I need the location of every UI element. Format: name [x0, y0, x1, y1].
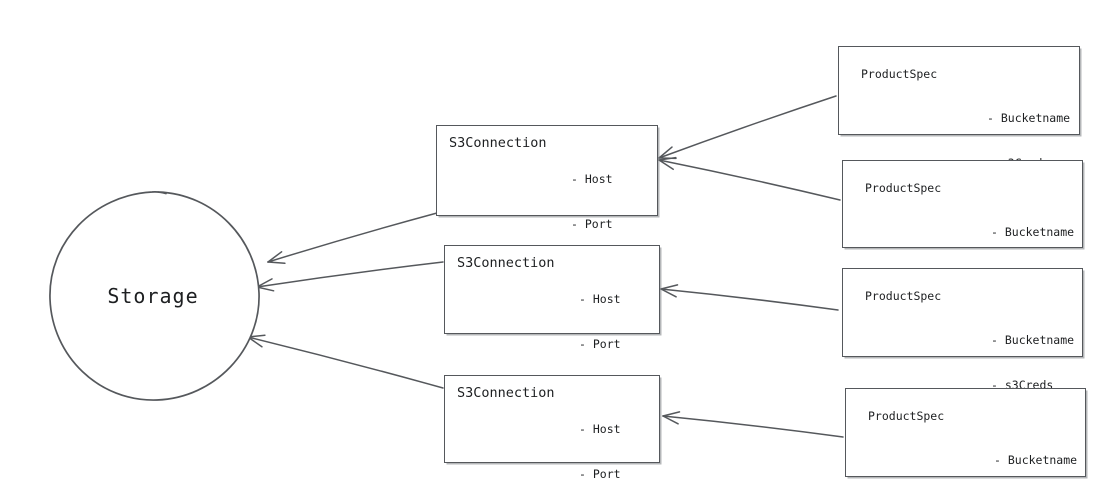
s3connection-attribute-port: - Port	[579, 467, 621, 481]
productspec-3-to-s3conn-2-arrow	[660, 284, 839, 311]
s3conn-2-to-storage-arrow	[256, 261, 444, 292]
arrowhead-stroke-2	[658, 146, 673, 159]
s3connection-attribute-port: - Port	[579, 337, 621, 351]
productspec-1-to-s3conn-1-arrow	[658, 95, 837, 160]
productspec-box-1[interactable]: ProductSpec - Bucketname - s3Creds	[838, 46, 1080, 170]
s3connection-attribute-port: - Port	[571, 217, 613, 231]
s3conn-1-to-storage-arrow	[267, 212, 438, 265]
s3connection-box-1[interactable]: S3Connection - Host - Port - TLS	[436, 125, 658, 276]
s3connection-box-2[interactable]: S3Connection - Host - Port - TLS	[444, 245, 660, 396]
productspec-title: ProductSpec	[868, 409, 945, 423]
productspec-attribute-bucketname: - Bucketname	[987, 111, 1071, 125]
arrowhead-stroke-1	[660, 288, 677, 298]
s3connection-title: S3Connection	[457, 385, 555, 401]
s3connection-attribute-host: - Host	[579, 422, 621, 436]
arrowhead-stroke-1	[662, 415, 679, 425]
s3connection-title: S3Connection	[457, 255, 555, 271]
productspec-box-3[interactable]: ProductSpec - Bucketname - s3Creds	[842, 268, 1083, 392]
arrowhead-stroke-1	[658, 159, 674, 171]
productspec-4-to-s3conn-3-arrow	[662, 411, 844, 438]
arrowhead-stroke-1	[267, 261, 286, 265]
storage-label: Storage	[107, 284, 199, 308]
storage-circle-outline	[49, 191, 260, 401]
arrowhead-stroke-2	[658, 156, 677, 161]
arrowhead-stroke-2	[267, 251, 283, 263]
productspec-attribute-bucketname: - Bucketname	[994, 453, 1078, 467]
storage-circle[interactable]	[40, 183, 268, 411]
s3connection-box-3[interactable]: S3Connection - Host - Port - TLS	[444, 375, 660, 481]
productspec-2-to-s3conn-1-arrow	[658, 156, 841, 201]
s3connection-title: S3Connection	[449, 135, 547, 151]
productspec-box-2[interactable]: ProductSpec - Bucketname - s3Creds	[842, 160, 1083, 284]
arrowhead-stroke-2	[660, 284, 679, 290]
s3connection-attribute-host: - Host	[571, 172, 613, 186]
productspec-attributes: - Bucketname - s3Creds	[994, 423, 1077, 493]
s3connection-attribute-host: - Host	[579, 292, 621, 306]
productspec-title: ProductSpec	[865, 289, 942, 303]
s3connection-attributes: - Host - Port - TLS	[579, 392, 621, 493]
productspec-box-4[interactable]: ProductSpec - Bucketname - s3Creds	[845, 388, 1086, 477]
productspec-attribute-bucketname: - Bucketname	[991, 225, 1075, 239]
productspec-attribute-bucketname: - Bucketname	[991, 333, 1075, 347]
s3conn-3-to-storage-arrow	[247, 334, 444, 389]
productspec-title: ProductSpec	[865, 181, 942, 195]
arrowhead-stroke-2	[662, 411, 681, 417]
productspec-title: ProductSpec	[861, 67, 938, 81]
